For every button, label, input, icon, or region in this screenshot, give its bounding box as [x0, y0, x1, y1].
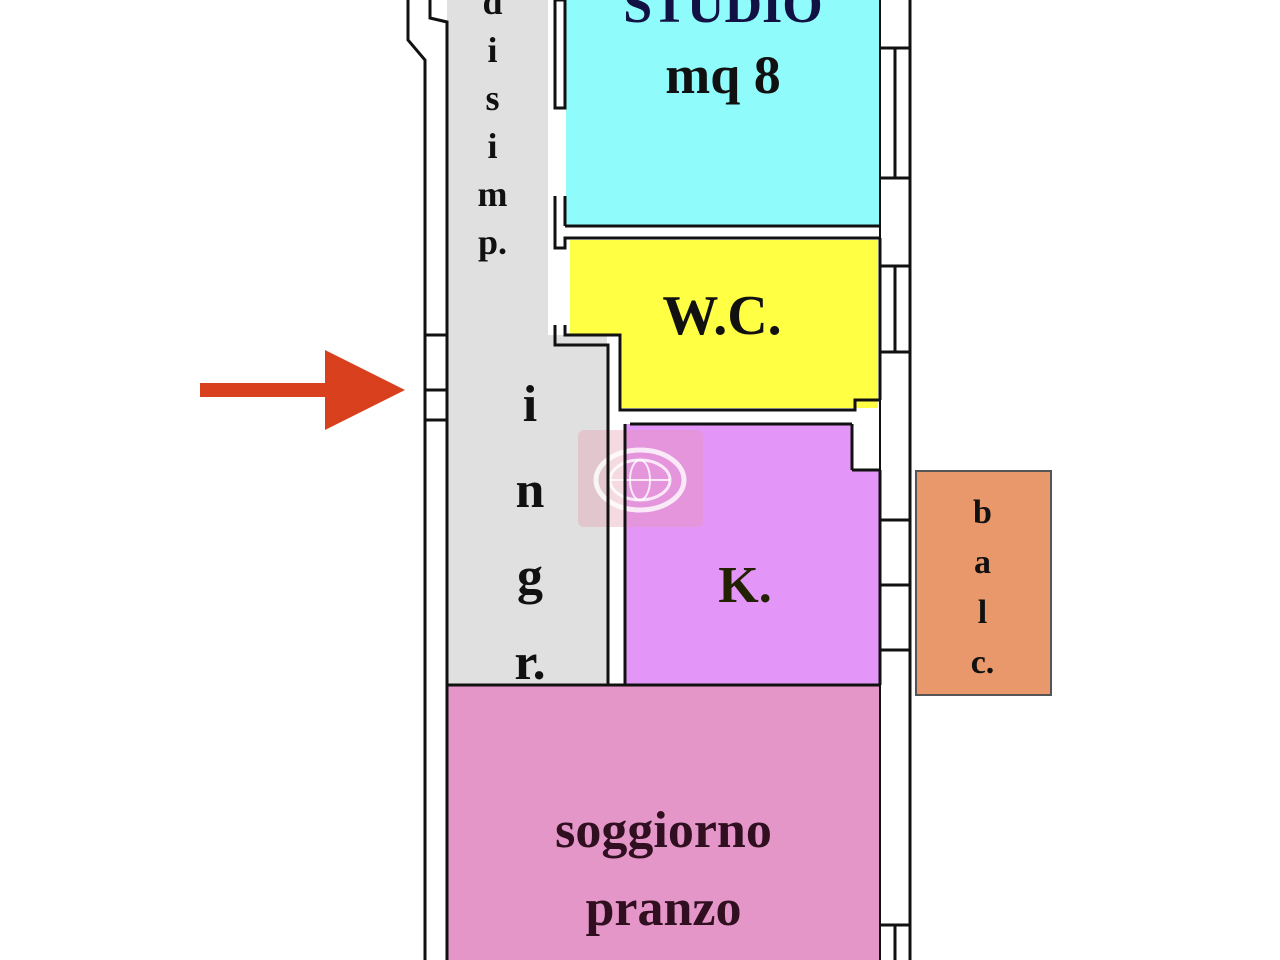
disimpegno-letter: i	[487, 126, 498, 166]
room-kitchen	[625, 424, 880, 686]
room-wc-lower	[622, 335, 878, 408]
living-label-line1: soggiorno	[555, 802, 772, 859]
ingresso-area	[548, 335, 607, 685]
room-balcony	[915, 470, 1052, 696]
balcony-letter: l	[977, 594, 988, 631]
room-wc	[570, 240, 878, 335]
kitchen-label: K.	[718, 557, 772, 614]
disimpegno-letter: s	[485, 78, 500, 118]
disimpegno-letter: m	[477, 174, 508, 214]
living-label-line2: pranzo	[585, 880, 742, 937]
studio-label: STUDIO	[623, 0, 823, 34]
disimpegno-letter: p.	[477, 222, 508, 262]
ingresso-letter: g	[517, 548, 543, 605]
disimpegno-letter: d	[482, 0, 503, 22]
outer-left-wall	[406, 0, 427, 960]
balcony-letter: a	[974, 544, 991, 581]
globe-logo-icon	[578, 430, 703, 527]
wc-label: W.C.	[662, 285, 782, 347]
corridor-area	[447, 0, 548, 685]
arrow-right-icon	[200, 350, 405, 430]
balcony-letter: b	[973, 494, 992, 531]
room-studio: STUDIO mq 8	[566, 0, 880, 226]
ingresso-label: i n g r.	[500, 362, 560, 706]
balcony-letter: c.	[970, 644, 995, 681]
outer-left-wall-inner	[428, 0, 449, 960]
disimpegno-letter: i	[487, 30, 498, 70]
kitchen-notch	[853, 424, 880, 470]
ingresso-letter: n	[515, 462, 545, 519]
ingresso-letter: i	[522, 376, 538, 433]
studio-area-label: mq 8	[665, 45, 781, 105]
ingresso-letter: r.	[514, 634, 546, 691]
disimpegno-label: d i s i m p.	[465, 0, 520, 266]
balcony-label: b a l c.	[955, 488, 1010, 688]
room-living: soggiorno pranzo	[447, 685, 880, 960]
